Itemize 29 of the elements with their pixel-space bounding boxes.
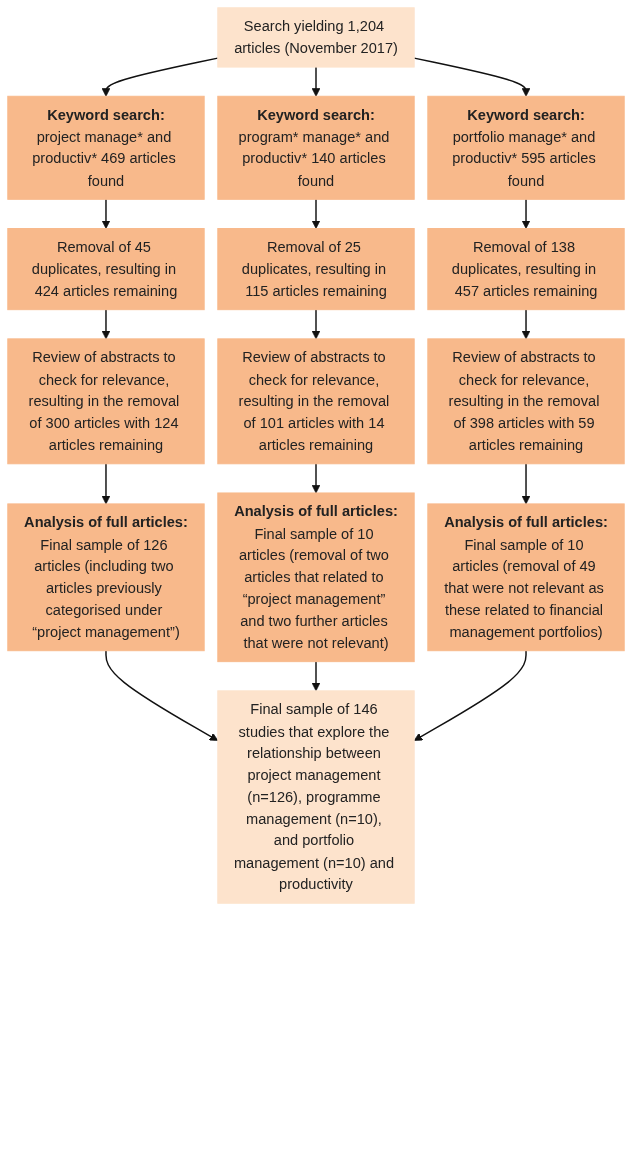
arrow: [101, 463, 111, 505]
node-box: Removal of 45 duplicates, resulting in 424 articles remaining: [7, 228, 205, 311]
arrow: [105, 650, 219, 741]
arrow: [101, 308, 111, 340]
arrow: [311, 198, 321, 229]
node-box: Keyword search: program* manage* and productiv* 140 articles found: [217, 95, 415, 200]
node-box: Keyword search: portfolio manage* and productiv* 595 articles found: [427, 95, 625, 200]
node-box: Analysis of full articles: Final sample of 126 articles (including two articles previously categorised under “project management”): [7, 503, 205, 652]
arrow: [311, 308, 321, 340]
node-box: Review of abstracts to check for relevance, resulting in the removal of 398 articles with 59 articles remaining: [427, 338, 625, 465]
node-box: Removal of 138 duplicates, resulting in 457 articles remaining: [427, 228, 625, 311]
node-box: Final sample of 146 studies that explore the relationship between project management (n=126), programme management (n=10), and portfolio management (n=10) and productivity: [217, 690, 415, 904]
arrow: [521, 463, 531, 505]
arrow: [101, 198, 111, 229]
arrow: [413, 650, 527, 741]
node-box: Review of abstracts to check for relevance, resulting in the removal of 300 articles with 124 articles remaining: [7, 338, 205, 465]
node-box: Review of abstracts to check for relevance, resulting in the removal of 101 articles with 14 articles remaining: [217, 338, 415, 465]
arrow: [413, 57, 531, 97]
arrow: [101, 57, 219, 97]
arrow: [521, 198, 531, 229]
node-box: Search yielding 1,204 articles (November 2017): [217, 7, 415, 68]
node-box: Analysis of full articles: Final sample of 10 articles (removal of two articles that related to “project management” and two further articles that were not relevant): [217, 492, 415, 663]
node-box: Keyword search: project manage* and productiv* 469 articles found: [7, 95, 205, 200]
arrow: [521, 308, 531, 340]
arrow: [311, 660, 321, 692]
node-box: Removal of 25 duplicates, resulting in 115 articles remaining: [217, 228, 415, 311]
arrow: [311, 463, 321, 494]
arrow: [311, 66, 321, 97]
node-box: Analysis of full articles: Final sample of 10 articles (removal of 49 that were not relevant as these related to financial management portfolios): [427, 503, 625, 652]
